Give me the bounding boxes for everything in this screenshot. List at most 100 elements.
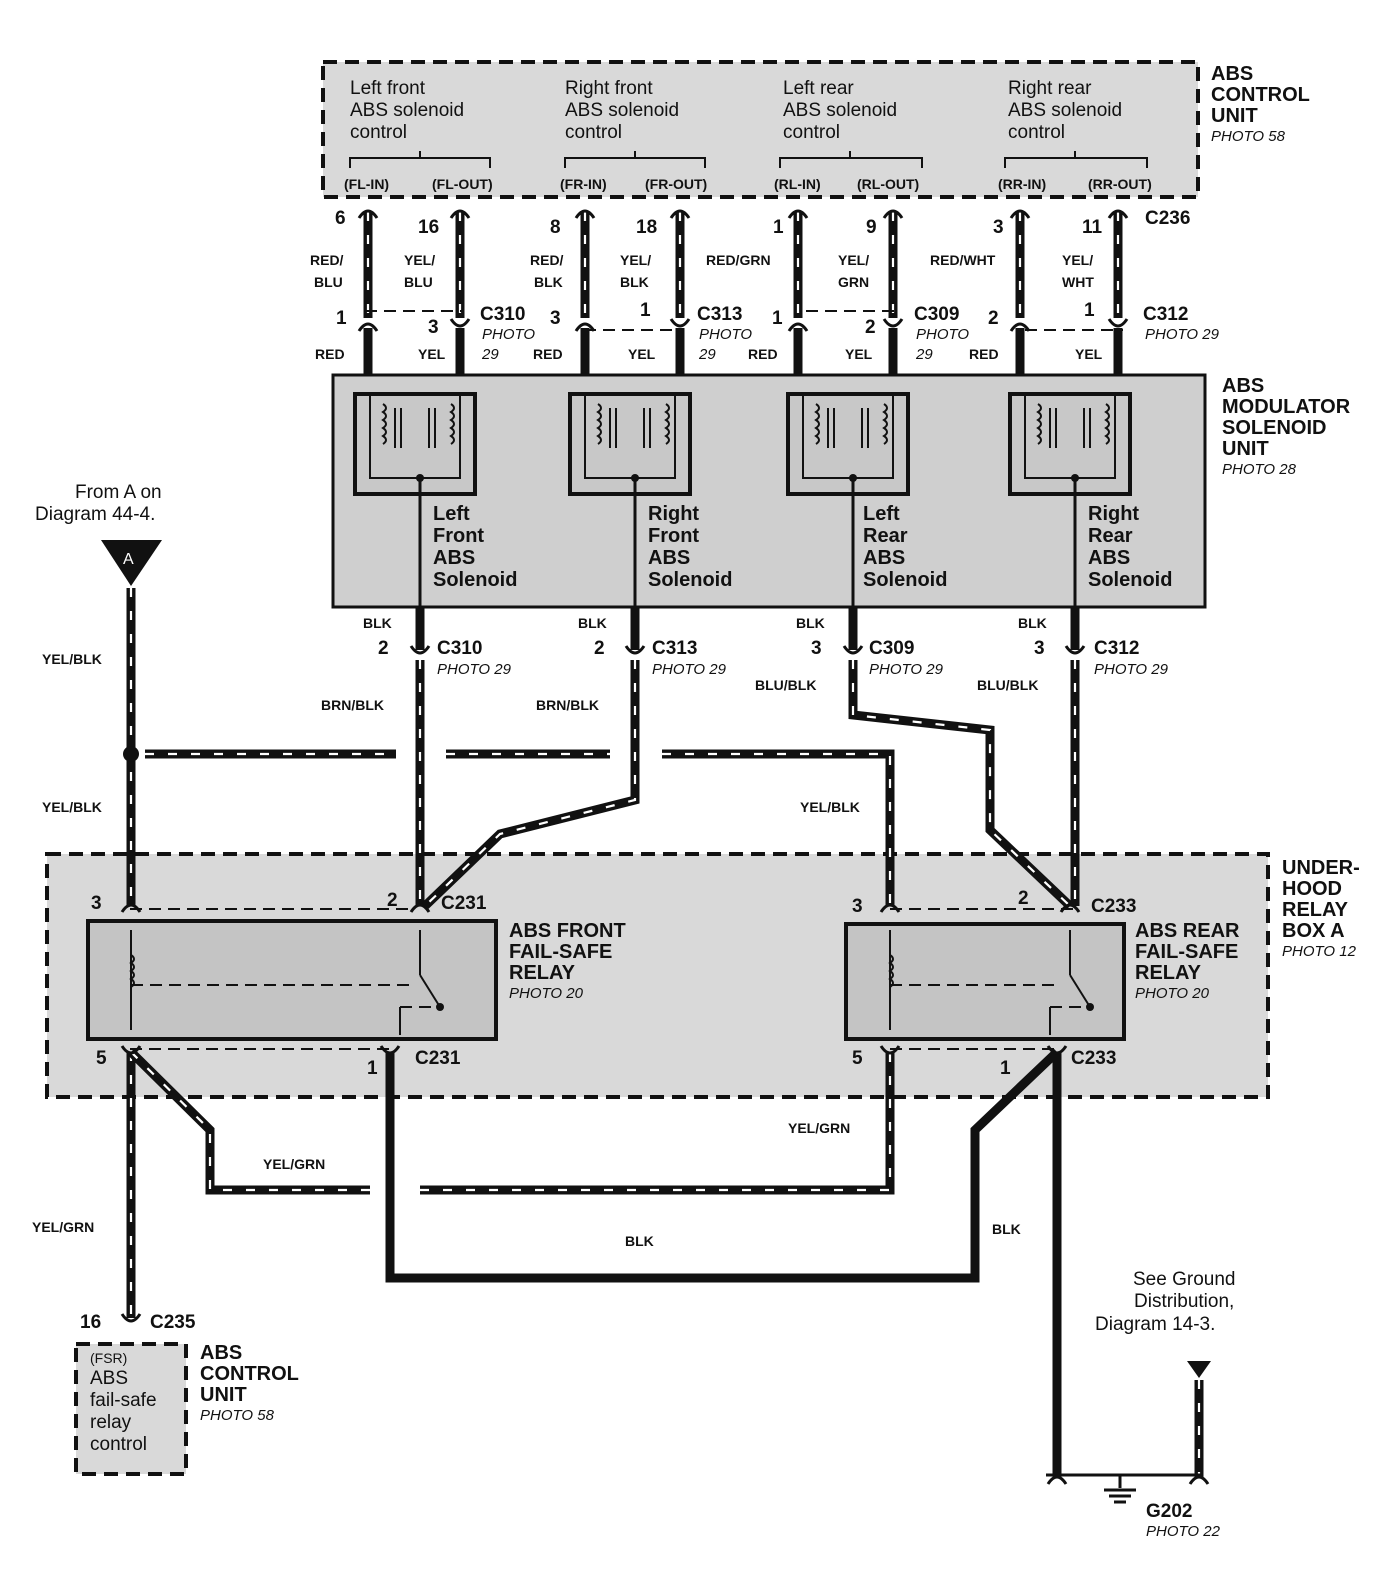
from-reference-a: From A on Diagram 44-4. A [35,482,162,586]
coil-icon [814,403,820,445]
solenoid-frame [369,393,461,479]
pin-number: 9 [866,217,877,238]
connector-photo: PHOTO [699,326,752,343]
connector-pin-icon [449,318,471,328]
ground-photo: PHOTO 22 [1146,1523,1221,1540]
unit-title: UNDER- [1282,857,1360,879]
relay-switch-blade [419,974,441,1008]
unit-title: UNIT [200,1384,247,1406]
wire-label: YEL/BLK [42,651,102,667]
pin-number: 11 [1082,217,1103,238]
connector-pin-icon [882,209,904,219]
solenoid-frame [584,393,676,479]
pin-fl-in: (FL-IN) [344,176,389,192]
solenoid-label: Solenoid [1088,569,1172,591]
wire-label: BRN/BLK [321,697,384,713]
unit-inner-text: control [90,1434,147,1455]
wire-label: RED/GRN [706,252,771,268]
pin-number: 3 [428,317,439,338]
wire-label: BLK [620,274,649,290]
coil-icon [381,403,387,445]
solenoid-label: Solenoid [648,569,732,591]
connector-pin-icon [357,322,379,332]
wire-label: YEL/BLK [800,799,860,815]
channel-desc: Right front [565,78,653,99]
connector-pin-icon [1188,1475,1210,1485]
connector-label: C310 [480,304,525,325]
pin-number: 2 [387,890,398,911]
unit-title: MODULATOR [1222,396,1351,418]
solenoid-label: Rear [1088,525,1133,547]
pin-number: 5 [852,1048,863,1069]
unit-title: CONTROL [1211,84,1310,106]
connector-pin-icon [574,209,596,219]
unit-photo: PHOTO 28 [1222,461,1297,478]
wire-label: RED [748,346,778,362]
pin-number: 1 [773,217,784,238]
channel-left-front: Left front ABS solenoid control (FL-IN) … [344,78,493,192]
connector-photo: 29 [698,346,716,363]
solenoid-label: Left [433,503,470,525]
abs-front-fail-safe-relay: ABS FRONT FAIL-SAFE RELAY PHOTO 20 3 2 C… [91,890,626,1079]
unit-title: ABS [1222,375,1264,397]
wire-label: RED [315,346,345,362]
wire-stripe [130,1051,370,1192]
connector-label: C233 [1071,1048,1116,1069]
unit-title: ABS [1211,63,1253,85]
channel-desc: Left rear [783,78,854,99]
coil-icon [1104,403,1110,445]
connector-label: C233 [1091,896,1136,917]
wire-label: YEL/ [1062,252,1093,268]
relay-photo: PHOTO 20 [1135,985,1210,1002]
channel-right-front: Right front ABS solenoid control (FR-IN)… [560,78,707,192]
reference-text: From A on [75,482,162,503]
upper-wires [357,209,1129,395]
pin-rr-out: (RR-OUT) [1088,176,1152,192]
connector-pin-icon [624,645,646,655]
abs-rear-fail-safe-relay: ABS REAR FAIL-SAFE RELAY PHOTO 20 3 2 C2… [852,888,1240,1079]
connector-pin-icon [669,318,691,328]
relay-switch-blade [1069,974,1091,1008]
coil-icon [882,403,888,445]
unit-inner-text: relay [90,1412,132,1433]
pin-number: 2 [1018,888,1029,909]
solenoid-label: ABS [433,547,475,569]
lower-short-wire-labels: RED YEL RED YEL RED YEL RED YEL [315,346,1103,362]
coil-icon [129,954,135,988]
pin-number: 1 [640,300,651,321]
wire-label: GRN [838,274,869,290]
connector-pin-icon [787,322,809,332]
connector-pin-icon [669,209,691,219]
channel-desc: Right rear [1008,78,1092,99]
wire-label: BLK [625,1233,654,1249]
ground-arrow-icon [1187,1361,1211,1378]
junction-dot [123,746,139,762]
connector-pin-icon [379,1045,401,1055]
connector-pin-icon [1046,1475,1068,1485]
pin-number: 8 [550,217,561,238]
connector-label: C313 [697,304,742,325]
solenoid-label: Front [648,525,699,547]
connector-pin-icon [787,209,809,219]
solenoid-label: ABS [863,547,905,569]
pin-number: 1 [772,308,783,329]
solenoid-frame [802,393,894,479]
wire-label: RED/ [310,252,344,268]
connector-photo: PHOTO [916,326,969,343]
wire-label: YEL [628,346,656,362]
wire-label: YEL/ [620,252,651,268]
connector-label: C313 [652,638,697,659]
unit-title: CONTROL [200,1363,299,1385]
lower-wires [120,588,1210,1485]
channel-left-rear: Left rear ABS solenoid control (RL-IN) (… [774,78,923,192]
pin-number: 3 [1034,638,1045,659]
coil-icon [449,403,455,445]
coil-icon [1036,403,1042,445]
unit-inner-text: fail-safe [90,1390,157,1411]
unit-title: UNIT [1211,105,1258,127]
solenoid-label: Rear [863,525,908,547]
channel-desc: control [565,122,622,143]
pin-number: 1 [1000,1058,1011,1079]
wire-label: BLU/BLK [977,677,1038,693]
connector-photo: PHOTO [482,326,535,343]
